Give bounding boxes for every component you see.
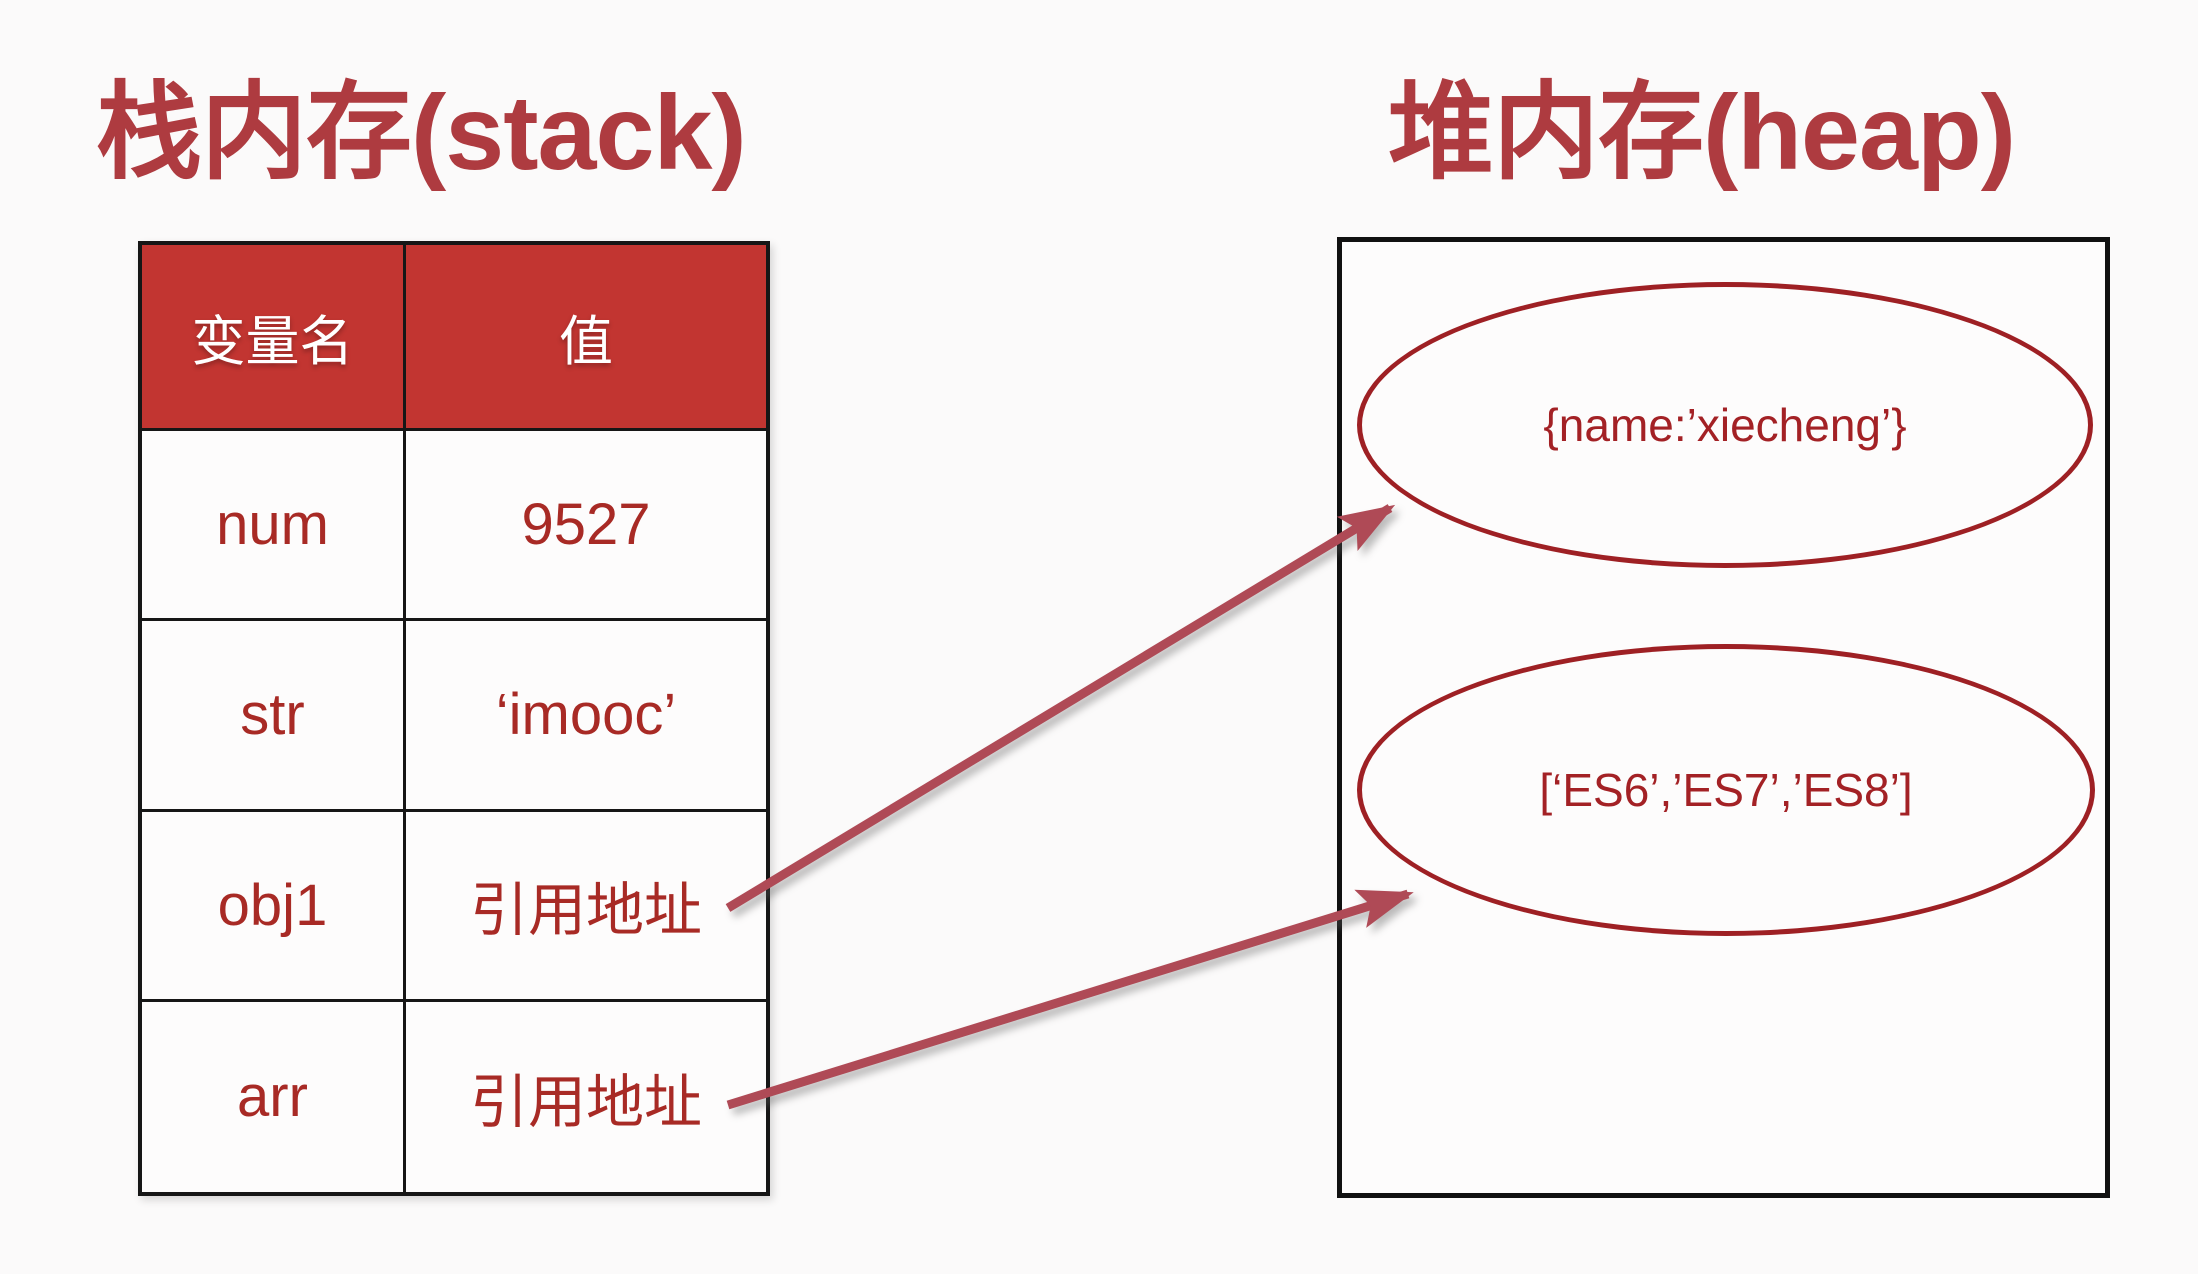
table-cell-value-num: 9527 (406, 431, 766, 622)
stack-memory-title: 栈内存(stack) (96, 74, 747, 192)
heap-memory-title: 堆内存(heap) (1388, 74, 2016, 192)
arrow-obj1-to-heap-object (725, 504, 1396, 912)
arrow-arr-to-heap-array (726, 889, 1414, 1110)
column-header-value: 值 (406, 245, 766, 431)
table-cell-variable-arr: arr (142, 1001, 406, 1192)
heap-object-literal-label: {name:’xiecheng’} (1543, 399, 1907, 451)
table-cell-variable-str: str (142, 621, 406, 812)
heap-object-ellipse: {name:’xiecheng’} (1357, 282, 2093, 568)
heap-memory-box: {name:’xiecheng’} [‘ES6’,’ES7’,’ES8’] (1337, 237, 2110, 1198)
table-cell-value-obj1-reference: 引用地址 (406, 812, 766, 1002)
table-cell-variable-num: num (142, 431, 406, 622)
table-cell-value-str: ‘imooc’ (406, 621, 766, 812)
heap-array-ellipse: [‘ES6’,’ES7’,’ES8’] (1357, 644, 2095, 936)
stack-variables-table: 变量名 值 num 9527 str ‘imooc’ obj1 引用地址 arr… (138, 241, 770, 1196)
table-cell-variable-obj1: obj1 (142, 811, 406, 1002)
heap-array-literal-label: [‘ES6’,’ES7’,’ES8’] (1539, 764, 1913, 816)
table-cell-value-arr-reference: 引用地址 (469, 1069, 702, 1135)
column-header-variable-name: 变量名 (142, 245, 406, 431)
